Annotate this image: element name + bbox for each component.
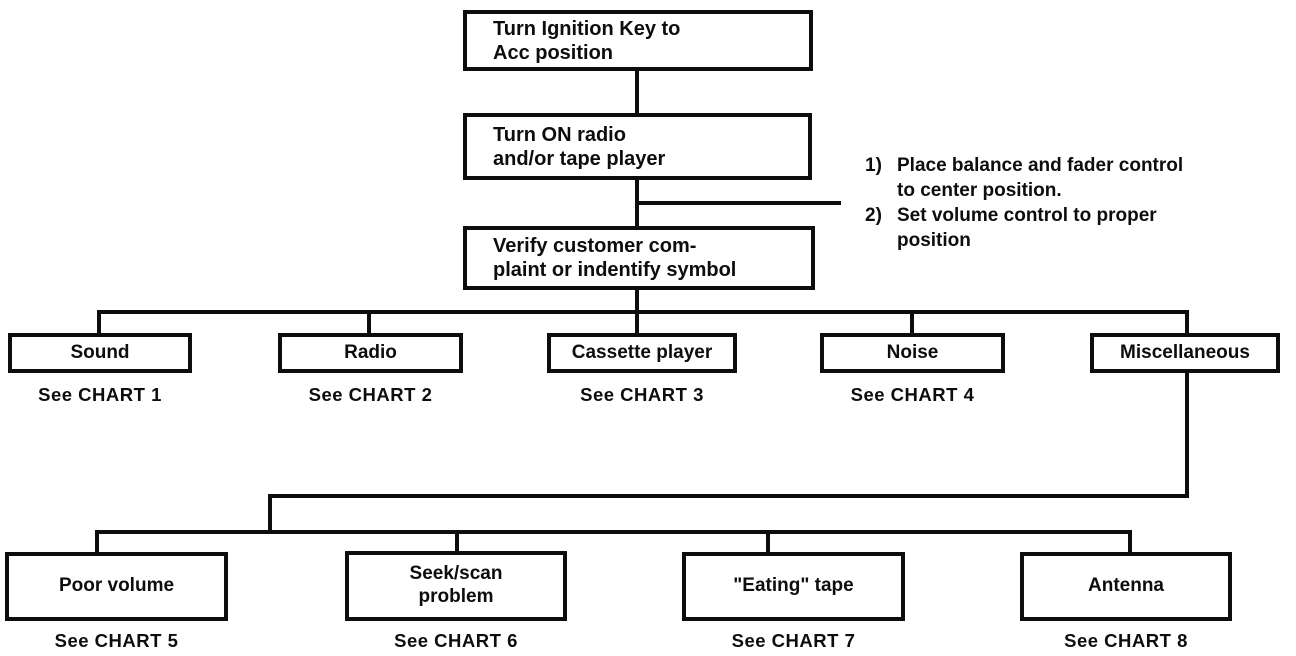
note-item: 2) Set volume control to proper position bbox=[865, 203, 1270, 253]
node-label: Seek/scan problem bbox=[409, 563, 503, 607]
node-label: Noise bbox=[886, 341, 939, 363]
connector-drop-antenna bbox=[1128, 532, 1132, 554]
connector-drop-noise bbox=[910, 312, 914, 335]
node-turn-ignition-key: Turn Ignition Key to Acc position bbox=[463, 10, 813, 71]
node-miscellaneous: Miscellaneous bbox=[1090, 333, 1280, 373]
connector-branch-rail-2a bbox=[268, 494, 1189, 498]
caption-see-chart-8: See CHART 8 bbox=[1064, 630, 1188, 651]
caption-see-chart-1: See CHART 1 bbox=[38, 384, 162, 405]
caption-see-chart-3: See CHART 3 bbox=[580, 384, 704, 405]
note-number: 2) bbox=[865, 205, 882, 227]
connector-step1-step2 bbox=[635, 70, 639, 115]
node-radio: Radio bbox=[278, 333, 463, 373]
node-label: Cassette player bbox=[571, 341, 713, 363]
node-eating-tape: "Eating" tape bbox=[682, 552, 905, 621]
node-label: Poor volume bbox=[58, 575, 175, 597]
note-text: Set volume control to proper position bbox=[897, 205, 1157, 252]
node-label: Sound bbox=[70, 341, 130, 363]
note-number: 1) bbox=[865, 155, 882, 176]
node-label: Antenna bbox=[1088, 575, 1164, 597]
connector-drop-poor-volume bbox=[95, 532, 99, 554]
node-verify-complaint: Verify customer com- plaint or indentify… bbox=[463, 226, 815, 290]
note-box-balance-volume: 1) Place balance and fader control to ce… bbox=[841, 140, 1278, 267]
caption-see-chart-7: See CHART 7 bbox=[731, 630, 856, 651]
node-label: Verify customer com- plaint or indentify… bbox=[493, 235, 737, 281]
connector-drop-seek-scan bbox=[455, 532, 459, 553]
caption-see-chart-2: See CHART 2 bbox=[308, 384, 433, 405]
connector-branch-rail-2b bbox=[95, 530, 1132, 534]
connector-misc-down bbox=[1185, 372, 1189, 498]
connector-stem-note bbox=[637, 201, 843, 205]
node-label: Turn ON radio and/or tape player bbox=[493, 123, 666, 170]
connector-drop-radio bbox=[367, 312, 371, 335]
node-sound: Sound bbox=[8, 333, 192, 373]
node-cassette-player: Cassette player bbox=[547, 333, 737, 373]
connector-drop-sound bbox=[97, 312, 101, 335]
node-label: Radio bbox=[344, 341, 397, 363]
node-label: "Eating" tape bbox=[733, 575, 854, 597]
node-antenna: Antenna bbox=[1020, 552, 1232, 621]
node-seek-scan-problem: Seek/scan problem bbox=[345, 551, 567, 621]
connector-drop-misc bbox=[1185, 312, 1189, 335]
node-label: Miscellaneous bbox=[1120, 341, 1250, 363]
caption-see-chart-5: See CHART 5 bbox=[54, 630, 179, 651]
node-label: Turn Ignition Key to Acc position bbox=[493, 17, 681, 64]
note-text: Place balance and fader control to cente… bbox=[897, 155, 1184, 202]
connector-drop-eating-tape bbox=[766, 532, 770, 554]
node-poor-volume: Poor volume bbox=[5, 552, 228, 621]
connector-branch-rail-1 bbox=[97, 310, 1189, 314]
note-item: 1) Place balance and fader control to ce… bbox=[865, 153, 1270, 203]
node-turn-on-radio: Turn ON radio and/or tape player bbox=[463, 113, 812, 180]
connector-rail-jog bbox=[268, 496, 272, 534]
caption-see-chart-6: See CHART 6 bbox=[394, 630, 518, 651]
caption-see-chart-4: See CHART 4 bbox=[850, 384, 975, 405]
node-noise: Noise bbox=[820, 333, 1005, 373]
